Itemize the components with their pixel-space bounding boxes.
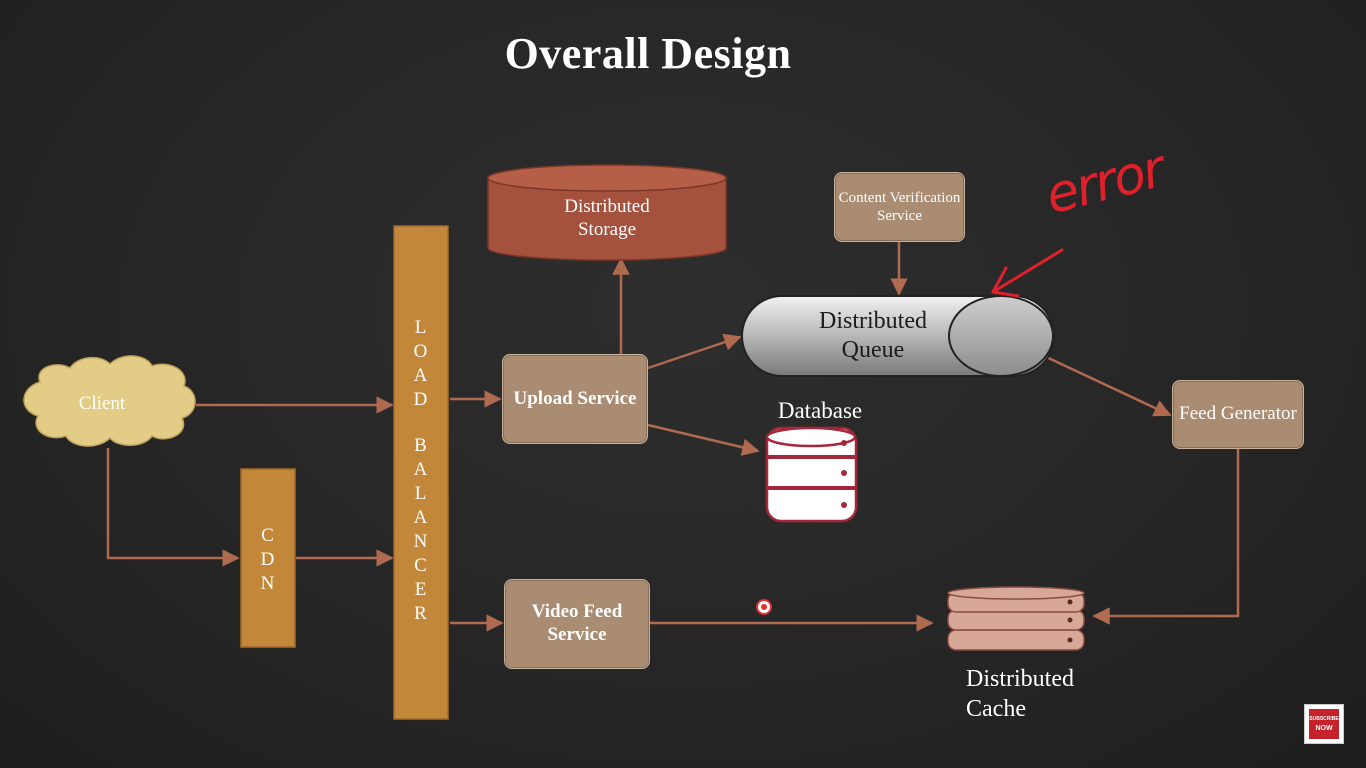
client-label: Client [78,392,126,414]
lb-letter: B [414,435,428,456]
upload-service-box: Upload Service [502,354,648,444]
cdn-letter: D [260,549,276,570]
lb-letter: A [413,459,429,480]
cdn-letter: N [260,573,276,594]
subscribe-badge[interactable]: SUBSCRIBE NOW [1304,704,1344,744]
lb-letter: L [414,483,428,504]
subscribe-text: SUBSCRIBE [1309,716,1339,722]
lb-letter: A [413,507,429,528]
database-icon [765,426,858,523]
lb-letter: R [414,603,428,624]
arrow-feedgen-to-cache [1092,448,1240,625]
video-feed-service-box: Video Feed Service [504,579,650,669]
client-cloud-shape [23,355,196,447]
lb-letter: O [413,341,429,362]
arrow-upload-to-database [647,423,760,456]
distributed-cache-icon [947,586,1085,651]
distributed-storage-label: Distributed Storage [564,196,650,240]
arrow-client-to-cdn [106,448,240,567]
arrow-upload-to-queue [647,333,742,370]
distributed-queue-shape [741,295,1055,377]
distributed-cache-label: Distributed Cache [966,666,1074,722]
lb-letter: L [414,317,428,338]
lb-letter: D [413,389,429,410]
lb-letter: N [413,531,429,552]
cdn-label: C D N [241,520,295,600]
database-label: Database [777,398,863,424]
cdn-letter: C [261,525,275,546]
connections [106,242,1240,632]
feed-generator-box: Feed Generator [1172,380,1304,449]
lb-letter: E [414,579,428,600]
load-balancer-shape [393,225,449,720]
distributed-queue-label: Distributed Queue [819,308,927,363]
arrow-queue-to-feedgen [1041,353,1172,417]
distributed-storage-shape [487,164,727,261]
now-text: NOW [1315,725,1333,732]
page-title: Overall Design [504,29,792,78]
lb-letter: A [413,365,429,386]
annotation-arrow [991,248,1064,298]
cdn-shape [240,468,296,648]
content-verification-service-box: Content Verification Service [834,172,965,242]
lb-letter: C [414,555,428,576]
load-balancer-label: L O A D B A L A N C E R [394,316,448,626]
cursor-indicator [756,599,772,615]
